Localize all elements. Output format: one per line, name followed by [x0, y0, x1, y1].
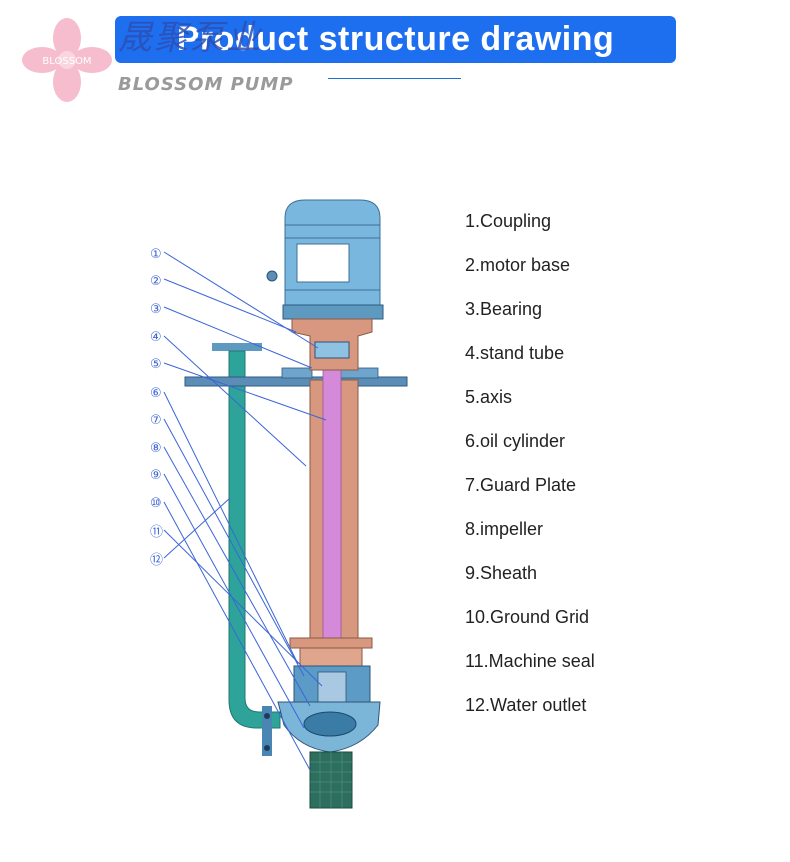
brand-name-en: BLOSSOM PUMP — [118, 74, 294, 95]
list-item: 10.Ground Grid — [465, 607, 590, 627]
list-item: 12.Water outlet — [465, 695, 587, 715]
parts-list: 1.Coupling 2.motor base 3.Bearing 4.stan… — [465, 207, 595, 735]
shaft — [322, 349, 342, 681]
coupling — [314, 341, 350, 359]
callout-2: ② — [150, 274, 162, 289]
list-item: 4.stand tube — [465, 343, 565, 363]
callout-3: ③ — [150, 302, 162, 317]
mounting-plate — [184, 367, 408, 387]
title-banner: Product structure drawing — [115, 16, 676, 63]
brand-name-cn: 晟聚泵业 — [118, 18, 262, 58]
header-rule — [328, 78, 461, 79]
list-item: 3.Bearing — [465, 299, 543, 319]
list-item: 6.oil cylinder — [465, 431, 566, 451]
callout-9: ⑨ — [150, 468, 162, 483]
callout-1: ① — [150, 247, 162, 262]
callout-4: ④ — [150, 330, 162, 345]
motor — [266, 199, 384, 320]
list-item: 8.impeller — [465, 519, 544, 539]
callout-7: ⑦ — [150, 413, 162, 428]
lower-housing — [289, 637, 373, 703]
callout-5: ⑤ — [150, 357, 162, 372]
water-outlet-pipe — [212, 343, 281, 756]
callout-11: ⑪ — [150, 525, 163, 540]
list-item: 9.Sheath — [465, 563, 538, 583]
callout-10: ⑩ — [150, 496, 162, 511]
callout-12: ⑫ — [150, 553, 163, 568]
callout-8: ⑧ — [150, 441, 162, 456]
list-item: 11.Machine seal — [465, 651, 595, 671]
pump-structure-diagram: ① ② ③ ④ ⑤ ⑥ ⑦ ⑧ ⑨ ⑩ ⑪ ⑫ — [150, 199, 408, 809]
pump-volute — [277, 701, 381, 753]
list-item: 2.motor base — [465, 255, 571, 275]
blossom-logo-icon: BLOSSOM — [22, 18, 112, 102]
list-item: 1.Coupling — [465, 211, 552, 231]
leader-lines — [163, 251, 327, 771]
list-item: 7.Guard Plate — [465, 475, 577, 495]
page-title: Product structure drawing — [176, 20, 615, 58]
list-item: 5.axis — [465, 387, 513, 407]
logo-text: BLOSSOM — [42, 56, 91, 67]
callout-6: ⑥ — [150, 386, 162, 401]
